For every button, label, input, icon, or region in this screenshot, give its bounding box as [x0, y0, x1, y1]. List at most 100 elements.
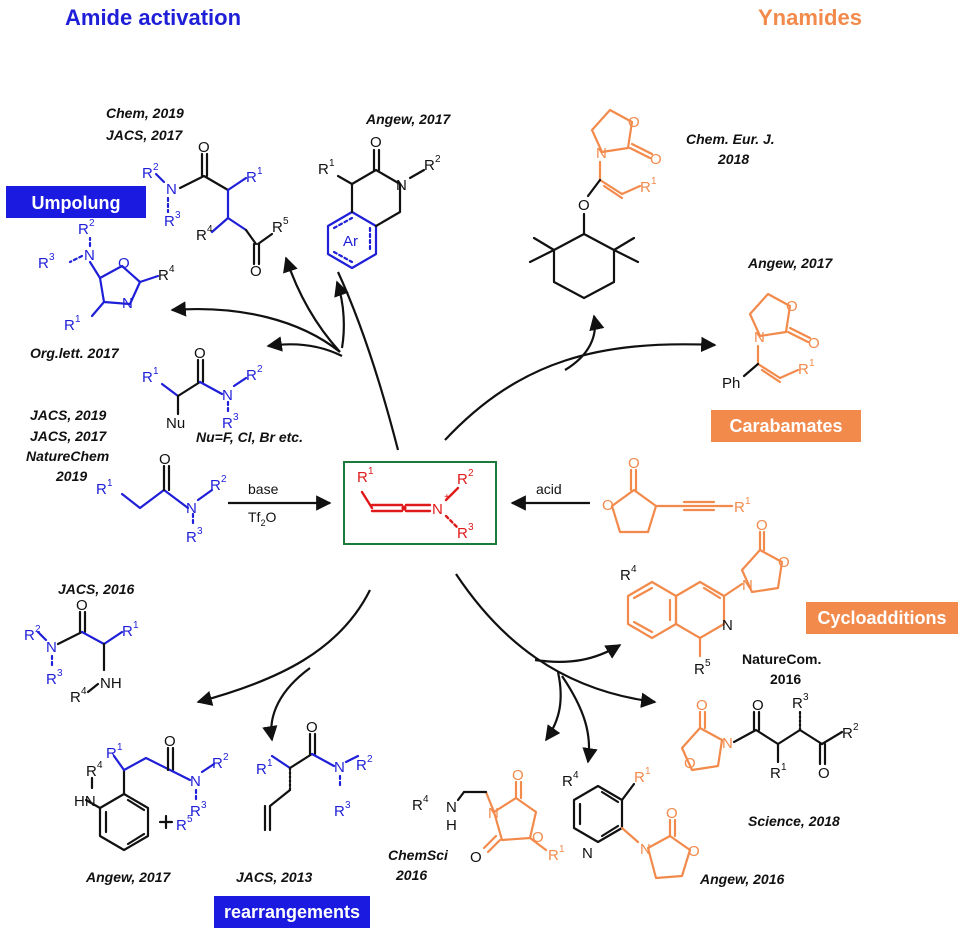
svg-text:R: R: [256, 761, 267, 778]
svg-text:R: R: [792, 695, 803, 712]
svg-text:O: O: [628, 114, 640, 131]
svg-text:R: R: [212, 755, 223, 772]
svg-text:H: H: [446, 817, 457, 834]
svg-text:O: O: [198, 139, 210, 156]
svg-text:Umpolung: Umpolung: [32, 193, 121, 213]
svg-text:N: N: [334, 759, 345, 776]
svg-text:R: R: [158, 267, 169, 284]
svg-text:O: O: [650, 151, 662, 168]
svg-text:R: R: [318, 161, 329, 178]
svg-text:O: O: [370, 134, 382, 151]
svg-text:N: N: [582, 845, 593, 862]
svg-text:3: 3: [345, 800, 351, 811]
svg-text:N: N: [754, 329, 765, 346]
svg-text:N: N: [186, 500, 197, 517]
svg-text:1: 1: [107, 478, 113, 489]
svg-text:Cycloadditions: Cycloadditions: [817, 608, 946, 628]
svg-text:5: 5: [705, 658, 711, 669]
svg-text:R: R: [64, 317, 75, 334]
svg-text:O: O: [164, 733, 176, 750]
svg-text:O: O: [752, 697, 764, 714]
svg-text:Carabamates: Carabamates: [729, 416, 842, 436]
svg-text:R: R: [176, 817, 187, 834]
svg-text:R: R: [78, 221, 89, 238]
ref-jacs-2019: JACS, 2019: [30, 407, 106, 423]
svg-text:1: 1: [781, 762, 787, 773]
svg-text:4: 4: [573, 770, 579, 781]
svg-text:N: N: [432, 501, 443, 518]
ref-chemsci: ChemSci: [388, 847, 449, 863]
svg-text:N: N: [46, 639, 57, 656]
svg-text:O: O: [194, 345, 206, 362]
svg-text:R: R: [196, 227, 207, 244]
svg-text:2: 2: [153, 162, 159, 173]
ref-org-lett: Org.lett. 2017: [30, 345, 120, 361]
svg-text:O: O: [786, 298, 798, 315]
svg-text:5: 5: [187, 814, 193, 825]
svg-text:R: R: [70, 689, 81, 706]
ref-science-2018: Science, 2018: [748, 813, 840, 829]
svg-text:R: R: [222, 415, 233, 432]
svg-text:1: 1: [809, 358, 815, 369]
svg-text:N: N: [84, 247, 95, 264]
svg-text:O: O: [756, 517, 768, 534]
svg-text:1: 1: [267, 758, 273, 769]
svg-text:O: O: [818, 765, 830, 782]
amide-activation-header: Amide activation: [65, 5, 241, 30]
cycloadditions-badge: Cycloadditions: [806, 602, 958, 634]
tf2o-label: Tf2O: [248, 509, 276, 528]
svg-text:4: 4: [169, 264, 175, 275]
carabamates-badge: Carabamates: [711, 410, 861, 442]
ref-angew-2017-right: Angew, 2017: [747, 255, 834, 271]
svg-text:R: R: [246, 367, 257, 384]
svg-text:2: 2: [853, 722, 859, 733]
svg-text:O: O: [512, 767, 524, 784]
svg-text:N: N: [596, 145, 607, 162]
svg-text:1: 1: [645, 766, 651, 777]
ref-naturecom-year: 2016: [770, 671, 801, 687]
svg-text:N: N: [222, 387, 233, 404]
svg-text:R: R: [770, 765, 781, 782]
svg-text:3: 3: [803, 692, 809, 703]
svg-text:Nu: Nu: [166, 415, 185, 432]
svg-text:N: N: [722, 735, 733, 752]
svg-text:R: R: [210, 477, 221, 494]
svg-text:2: 2: [468, 468, 474, 479]
svg-text:R: R: [86, 763, 97, 780]
svg-text:4: 4: [423, 794, 429, 805]
svg-text:R: R: [246, 169, 257, 186]
svg-text:2: 2: [257, 364, 263, 375]
svg-text:1: 1: [153, 366, 159, 377]
svg-text:rearrangements: rearrangements: [224, 902, 360, 922]
svg-text:O: O: [76, 597, 88, 614]
svg-text:1: 1: [329, 158, 335, 169]
umpolung-badge: Umpolung: [6, 186, 146, 218]
svg-text:R: R: [734, 499, 745, 516]
svg-text:2: 2: [89, 218, 95, 229]
svg-text:2: 2: [223, 752, 229, 763]
svg-text:O: O: [628, 455, 640, 472]
svg-text:1: 1: [257, 166, 263, 177]
ref-chemsci-year: 2016: [395, 867, 427, 883]
svg-text:3: 3: [233, 412, 239, 423]
ref-naturecom: NatureCom.: [742, 651, 821, 667]
svg-text:3: 3: [201, 800, 207, 811]
svg-text:O: O: [159, 451, 171, 468]
svg-text:1: 1: [651, 176, 657, 187]
svg-text:O: O: [602, 497, 614, 514]
svg-text:O: O: [696, 697, 708, 714]
ref-jacs-2013: JACS, 2013: [236, 869, 312, 885]
svg-text:R: R: [164, 213, 175, 230]
svg-text:N: N: [190, 773, 201, 790]
svg-text:O: O: [306, 719, 318, 736]
svg-text:1: 1: [117, 742, 123, 753]
svg-text:R: R: [186, 529, 197, 546]
